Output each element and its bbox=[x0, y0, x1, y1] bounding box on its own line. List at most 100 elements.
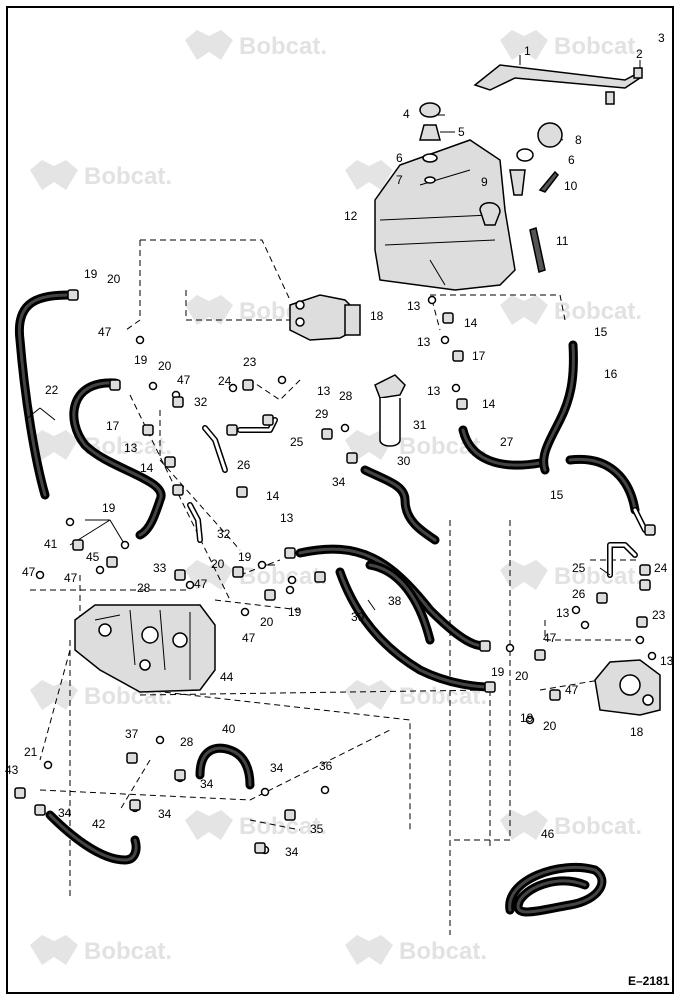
hose-38 bbox=[335, 567, 495, 692]
callout-13: 13 bbox=[417, 335, 431, 349]
hydraulic-fitting bbox=[67, 289, 79, 301]
callout-22: 22 bbox=[45, 383, 59, 397]
hydraulic-fitting bbox=[284, 547, 296, 559]
callout-19: 19 bbox=[491, 665, 505, 679]
callout-47: 47 bbox=[64, 571, 78, 585]
callout-13: 13 bbox=[660, 654, 674, 668]
callout-20: 20 bbox=[158, 359, 172, 373]
bobcat-logo-icon bbox=[30, 680, 78, 710]
bobcat-logo-icon bbox=[185, 295, 233, 325]
watermark-text: Bobcat. bbox=[239, 563, 327, 590]
hydraulic-fitting bbox=[72, 539, 84, 551]
o-ring bbox=[320, 785, 330, 795]
hydraulic-fitting bbox=[452, 350, 464, 362]
o-ring bbox=[647, 651, 657, 661]
callout-41: 41 bbox=[44, 537, 58, 551]
callout-8: 8 bbox=[575, 133, 582, 147]
o-ring bbox=[257, 560, 267, 570]
hydraulic-fitting bbox=[284, 809, 296, 821]
callout-20: 20 bbox=[211, 557, 225, 571]
callout-19: 19 bbox=[102, 501, 116, 515]
hose-22b bbox=[69, 378, 166, 540]
hydraulic-fitting bbox=[534, 649, 546, 661]
bobcat-logo-icon bbox=[345, 935, 393, 965]
callout-17: 17 bbox=[472, 349, 486, 363]
hose-39 bbox=[295, 544, 490, 651]
callout-20: 20 bbox=[107, 272, 121, 286]
callout-10: 10 bbox=[564, 179, 578, 193]
callout-4: 4 bbox=[403, 107, 410, 121]
hose-38b bbox=[365, 560, 435, 645]
bobcat-watermark: Bobcat. bbox=[500, 810, 642, 840]
tank-cap-parts bbox=[419, 102, 563, 273]
callout-27: 27 bbox=[500, 435, 514, 449]
hydraulic-fitting bbox=[484, 681, 496, 693]
callout-23: 23 bbox=[243, 355, 257, 369]
hydraulic-fitting bbox=[442, 312, 454, 324]
hydraulic-fitting bbox=[14, 787, 26, 799]
bobcat-logo-icon bbox=[345, 680, 393, 710]
bobcat-logo-icon bbox=[185, 30, 233, 60]
callout-36: 36 bbox=[319, 759, 333, 773]
callout-26: 26 bbox=[572, 587, 586, 601]
bobcat-watermark: Bobcat. bbox=[500, 295, 642, 325]
o-ring bbox=[228, 383, 238, 393]
hydraulic-fitting bbox=[106, 556, 118, 568]
o-ring bbox=[277, 375, 287, 385]
callout-19: 19 bbox=[288, 605, 302, 619]
callout-20: 20 bbox=[543, 719, 557, 733]
hydraulic-fitting bbox=[34, 804, 46, 816]
callout-47: 47 bbox=[194, 577, 208, 591]
callout-23: 23 bbox=[652, 608, 666, 622]
hydraulic-fitting bbox=[254, 842, 266, 854]
callout-40: 40 bbox=[222, 722, 236, 736]
hose-right bbox=[565, 454, 640, 515]
hose-16 bbox=[539, 340, 578, 475]
callout-16: 16 bbox=[604, 367, 618, 381]
o-ring bbox=[525, 715, 535, 725]
hydraulic-fitting bbox=[236, 486, 248, 498]
hydraulic-fitting bbox=[321, 428, 333, 440]
callout-24: 24 bbox=[218, 374, 232, 388]
drive-motor-18 bbox=[594, 659, 661, 716]
hydraulic-fitting bbox=[264, 589, 276, 601]
hydraulic-fitting bbox=[109, 379, 121, 391]
o-ring bbox=[240, 607, 250, 617]
hydraulic-fitting bbox=[479, 640, 491, 652]
hydraulic-fitting bbox=[456, 398, 468, 410]
bobcat-logo-icon bbox=[30, 160, 78, 190]
callout-17: 17 bbox=[106, 419, 120, 433]
o-ring bbox=[43, 760, 53, 770]
watermark-text: Bobcat. bbox=[239, 33, 327, 60]
callout-2: 2 bbox=[636, 47, 643, 61]
callout-32: 32 bbox=[217, 527, 231, 541]
callout-9: 9 bbox=[481, 175, 488, 189]
callout-7: 7 bbox=[396, 173, 403, 187]
hydraulic-oil-tank bbox=[374, 139, 516, 291]
callout-labels: 1 2 3 4 5 6 6 7 8 9 10 11 12 13 14 15 13… bbox=[5, 31, 674, 988]
callout-47: 47 bbox=[22, 565, 36, 579]
bobcat-watermark: Bobcat. bbox=[345, 935, 487, 965]
callout-19: 19 bbox=[84, 267, 98, 281]
callout-35: 35 bbox=[310, 822, 324, 836]
o-ring bbox=[135, 335, 145, 345]
hydraulic-fitting bbox=[174, 769, 186, 781]
hydraulic-fitting bbox=[549, 689, 561, 701]
hose-27 bbox=[458, 425, 545, 470]
o-ring bbox=[185, 580, 195, 590]
callout-13: 13 bbox=[280, 511, 294, 525]
callout-28: 28 bbox=[180, 735, 194, 749]
callout-47: 47 bbox=[543, 631, 557, 645]
callout-6: 6 bbox=[568, 153, 575, 167]
callout-26: 26 bbox=[237, 458, 251, 472]
callout-20: 20 bbox=[515, 669, 529, 683]
figure-code: E–2181 bbox=[628, 974, 670, 988]
callout-34: 34 bbox=[270, 761, 284, 775]
hydraulic-fitting bbox=[126, 752, 138, 764]
o-ring bbox=[440, 335, 450, 345]
callout-47: 47 bbox=[177, 373, 191, 387]
watermark-text: Bobcat. bbox=[84, 163, 172, 190]
callout-24: 24 bbox=[654, 561, 668, 575]
callout-47: 47 bbox=[98, 325, 112, 339]
